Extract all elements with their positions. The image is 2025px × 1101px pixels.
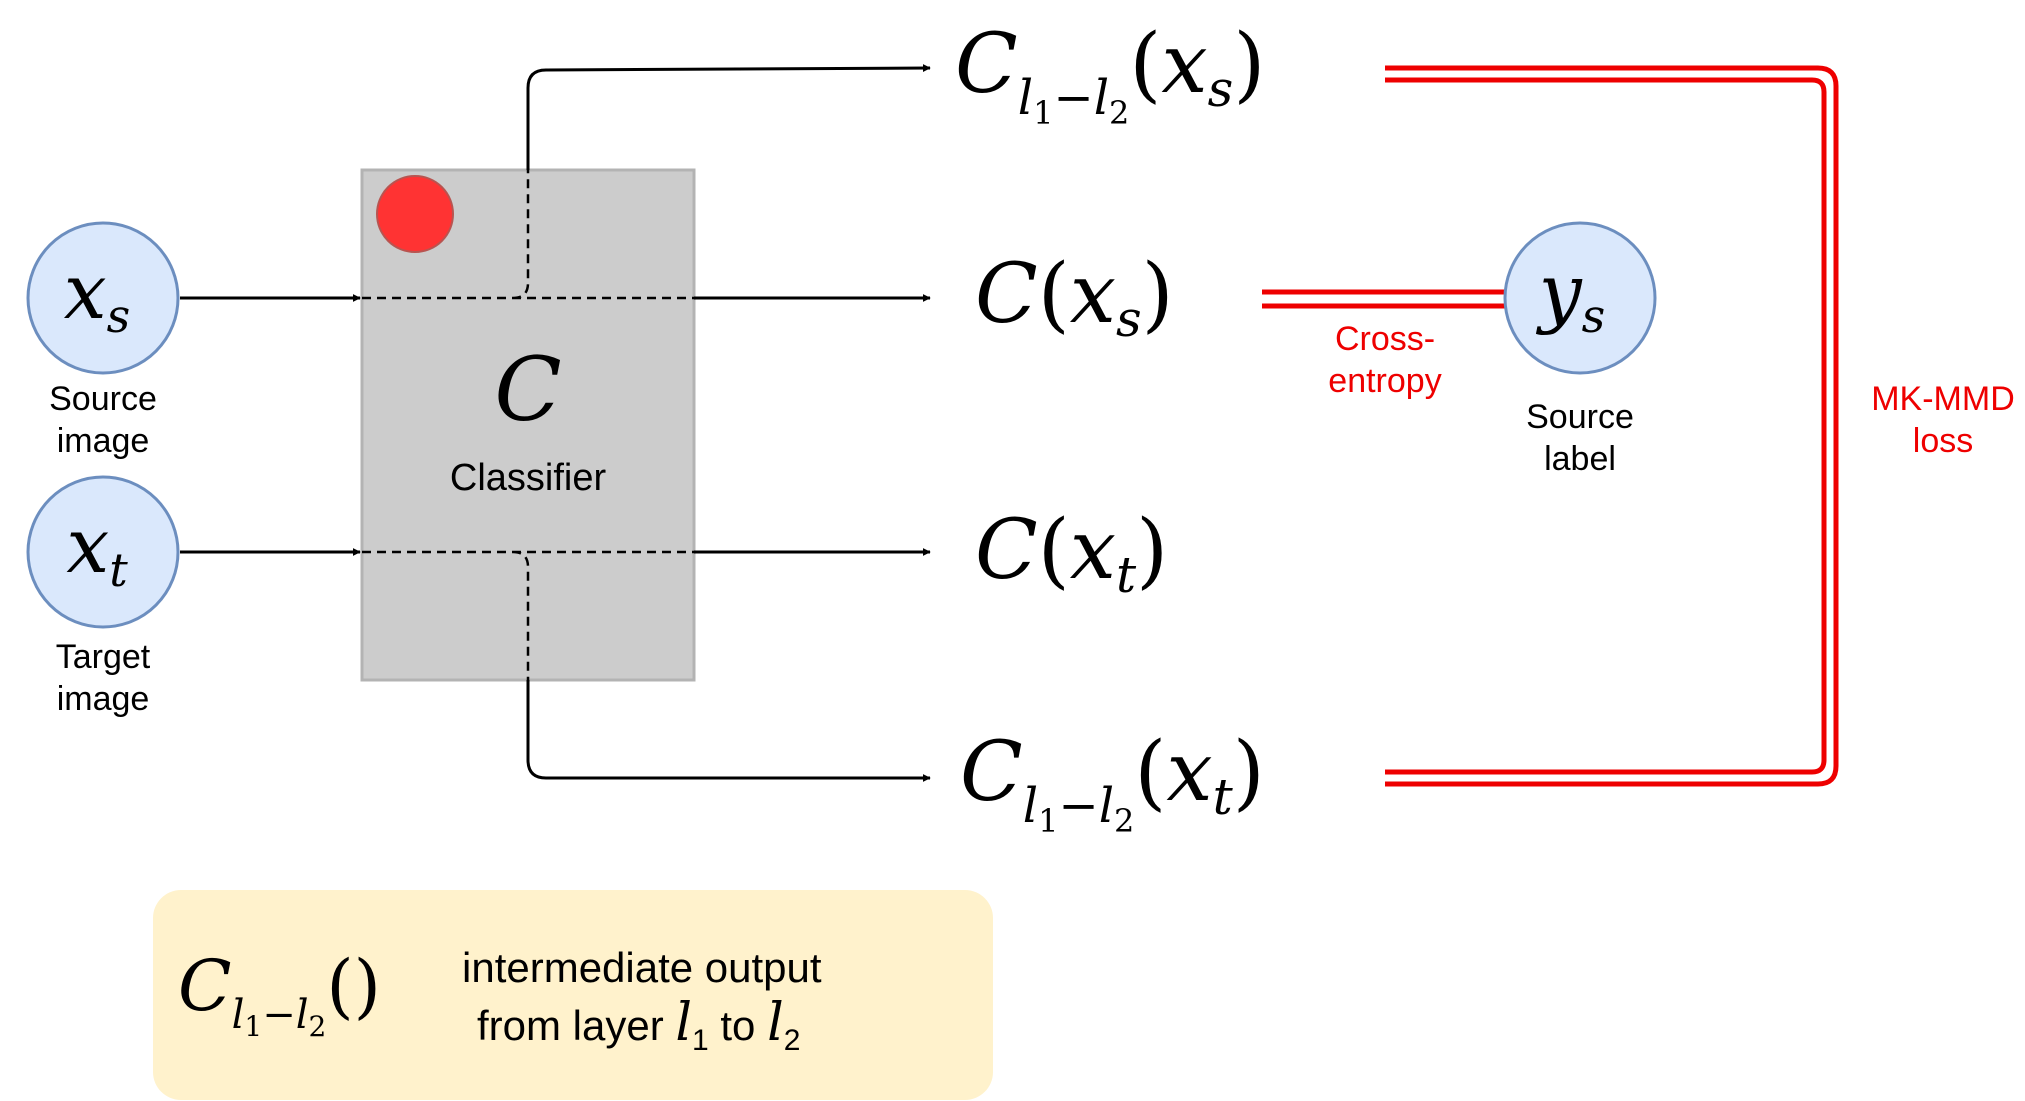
target-image-var: x: [66, 501, 109, 590]
target-image-sub: t: [109, 543, 128, 597]
source-label-caption-2: label: [1544, 440, 1616, 478]
svg-text:ys: ys: [1536, 247, 1606, 343]
mkmmd-connector: [1385, 65, 1839, 787]
legend-box: [153, 890, 993, 1100]
classifier-symbol: C: [494, 338, 561, 441]
output-target: C(xt): [975, 503, 1168, 604]
output-inter-target: Cl1−l2(xt): [960, 725, 1265, 840]
mkmmd-label-1: MK-MMD: [1871, 380, 2015, 418]
source-label-var: y: [1536, 247, 1583, 336]
svg-text:xs: xs: [64, 247, 130, 343]
source-image-node: xs: [26, 221, 180, 375]
cross-entropy-label-2: entropy: [1328, 362, 1441, 400]
source-label-node: ys: [1503, 221, 1657, 375]
legend-line-1: intermediate output: [462, 944, 822, 991]
source-label-sub: s: [1582, 289, 1606, 343]
source-label-caption-1: Source: [1526, 398, 1634, 436]
source-image-caption-1: Source: [49, 380, 157, 418]
source-image-caption-2: image: [57, 422, 150, 460]
arrow-inter-target: [526, 680, 931, 782]
svg-text:xt: xt: [66, 501, 128, 597]
dashed-path-source: [362, 170, 694, 300]
cross-entropy-label-1: Cross-: [1335, 320, 1435, 358]
legend-formula: Cl1−l2(): [178, 945, 381, 1043]
cross-entropy-connector: [1262, 289, 1508, 309]
mkmmd-label-2: loss: [1913, 422, 1973, 460]
legend-line-2: from layer l1 to l2: [477, 993, 800, 1057]
target-image-node: xt: [26, 475, 180, 629]
arrow-inter-source: [526, 64, 931, 170]
indicator-dot: [376, 175, 454, 253]
target-image-caption-1: Target: [56, 638, 151, 676]
target-image-caption-2: image: [57, 680, 150, 718]
output-source: C(xs): [975, 247, 1174, 348]
output-inter-source: Cl1−l2(xs): [955, 17, 1265, 132]
source-image-var: x: [64, 247, 107, 336]
source-image-sub: s: [107, 289, 131, 343]
dashed-path-target: [362, 550, 694, 680]
classifier-caption: Classifier: [450, 457, 607, 499]
